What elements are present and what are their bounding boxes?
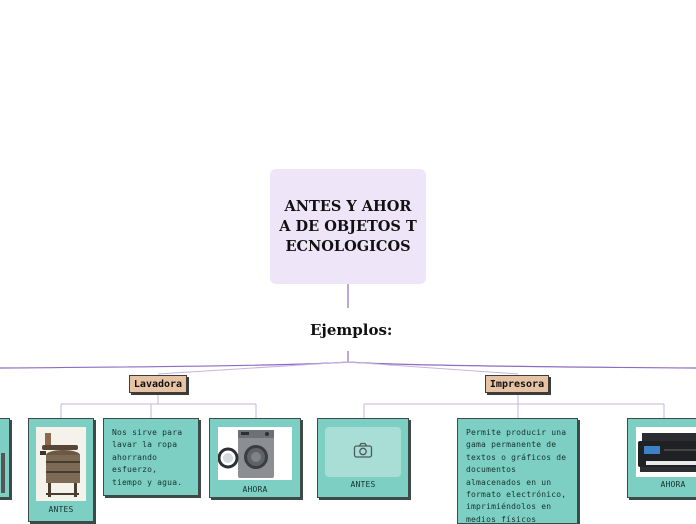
offscreen-left-card[interactable] (0, 418, 10, 498)
image-placeholder[interactable] (325, 427, 401, 477)
camera-icon (353, 442, 373, 462)
card-impresora-antes-caption: ANTES (350, 480, 376, 489)
subtopic-lavadora[interactable]: Lavadora (129, 375, 187, 393)
card-lavadora-descripcion[interactable]: Nos sirve para lavar la ropa ahorrando e… (103, 418, 199, 496)
branch-label-ejemplos[interactable]: Ejemplos: (310, 321, 393, 339)
card-lavadora-antes-caption: ANTES (48, 505, 74, 514)
card-lavadora-ahora-caption: AHORA (242, 485, 268, 494)
modern-printer-image (636, 427, 696, 477)
card-lavadora-antes[interactable]: ANTES (28, 418, 94, 522)
card-impresora-ahora-caption: AHORA (660, 480, 686, 489)
subtopic-impresora-label: Impresora (489, 378, 545, 390)
subtopic-lavadora-label: Lavadora (133, 378, 183, 390)
card-lavadora-descripcion-text: Nos sirve para lavar la ropa ahorrando e… (112, 428, 183, 487)
card-impresora-descripcion-text: Permite producir una gama permanente de … (466, 428, 567, 524)
old-washer-image (36, 427, 86, 501)
subtopic-impresora[interactable]: Impresora (485, 375, 549, 393)
central-topic-label: ANTES Y AHORA DE OBJETOS TECNOLOGICOS (279, 197, 417, 255)
modern-washer-image (218, 427, 292, 480)
card-impresora-ahora[interactable]: AHORA (627, 418, 696, 498)
central-topic[interactable]: ANTES Y AHORA DE OBJETOS TECNOLOGICOS (270, 169, 426, 284)
card-lavadora-ahora[interactable]: AHORA (209, 418, 301, 498)
offscreen-card-image (1, 453, 5, 493)
card-impresora-antes[interactable]: ANTES (317, 418, 409, 498)
card-impresora-descripcion[interactable]: Permite producir una gama permanente de … (457, 418, 578, 524)
